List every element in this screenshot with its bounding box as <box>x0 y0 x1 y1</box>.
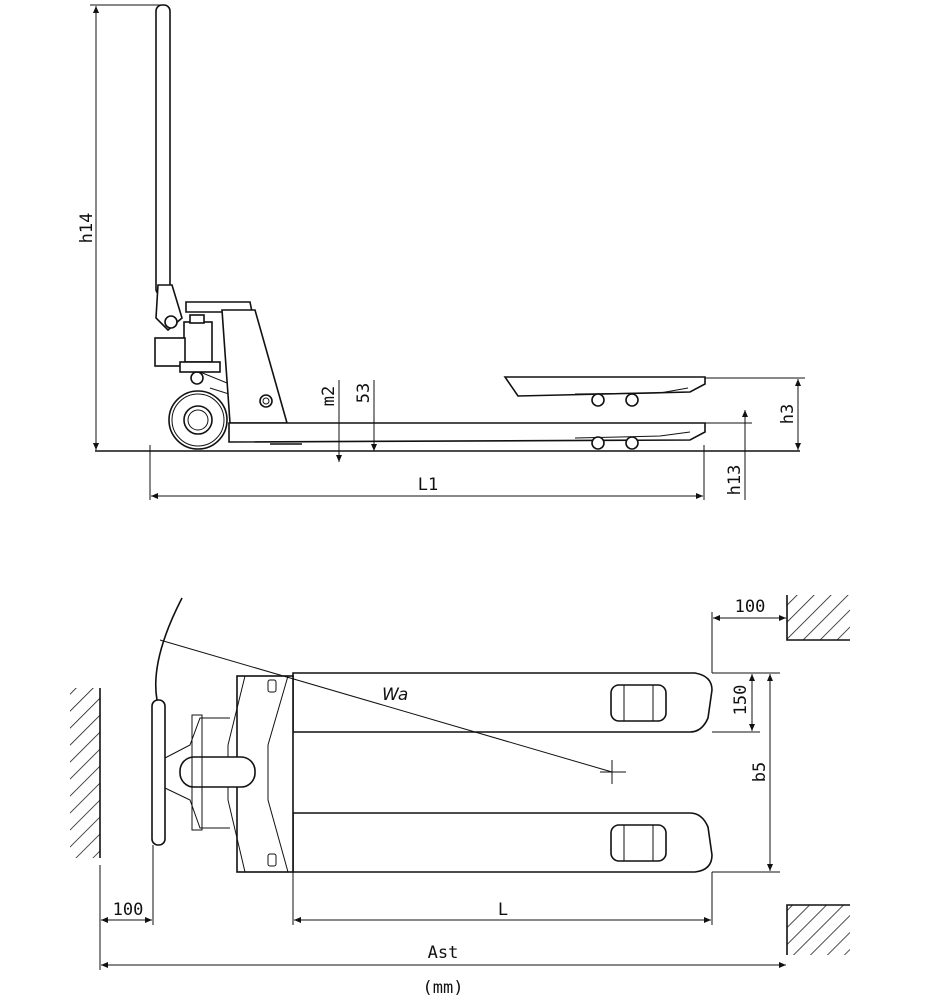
turning-arc <box>154 597 183 701</box>
label-m2: m2 <box>319 386 339 406</box>
label-L1: L1 <box>418 475 438 495</box>
label-Ast: Ast <box>428 943 459 963</box>
label-L: L <box>498 900 508 920</box>
fork-lower <box>292 812 713 873</box>
load-roller-lower <box>610 824 667 862</box>
dimension-m2: m2 <box>319 380 342 462</box>
label-h13: h13 <box>725 465 745 496</box>
fork-lowered <box>228 422 706 450</box>
side-view: h14 <box>77 4 805 500</box>
wall-right-bottom <box>786 904 850 955</box>
top-view: Wa 100 150 b5 100 <box>70 595 850 998</box>
dimension-L1: L1 <box>149 445 705 500</box>
dimension-clearance-left: 100 <box>99 845 154 970</box>
wall-left <box>70 688 101 858</box>
dimension-Ast: Ast <box>101 943 786 968</box>
dimension-L: L <box>292 872 713 925</box>
dimension-h14: h14 <box>77 4 165 450</box>
dimension-53: 53 <box>354 380 377 451</box>
dimension-clearance-top: 100 <box>711 597 786 673</box>
label-Wa: Wa <box>382 685 408 705</box>
label-clearance-left: 100 <box>113 900 144 920</box>
label-fork-width: 150 <box>731 685 751 716</box>
frame-pin <box>259 394 273 408</box>
fork-raised <box>503 376 706 407</box>
dimension-h3: h3 <box>705 377 805 450</box>
frame-plate <box>221 309 289 424</box>
label-b5: b5 <box>750 762 770 782</box>
tiller-handle <box>155 4 183 332</box>
units-label: (mm) <box>423 978 464 998</box>
label-clearance-top: 100 <box>735 597 766 617</box>
dimension-b5: b5 <box>712 674 780 873</box>
dimension-fork-width: 150 <box>712 672 780 733</box>
fork-upper <box>292 672 713 733</box>
truck-body <box>151 675 294 873</box>
label-53: 53 <box>354 383 374 403</box>
load-roller-upper <box>610 684 667 722</box>
label-h3: h3 <box>778 404 798 424</box>
dimension-Wa: Wa <box>159 639 626 784</box>
handle-grip <box>151 699 166 846</box>
label-h14: h14 <box>77 213 97 244</box>
steer-wheel <box>168 390 228 450</box>
dimension-h13: h13 <box>705 410 752 500</box>
wall-right-top <box>786 595 850 641</box>
